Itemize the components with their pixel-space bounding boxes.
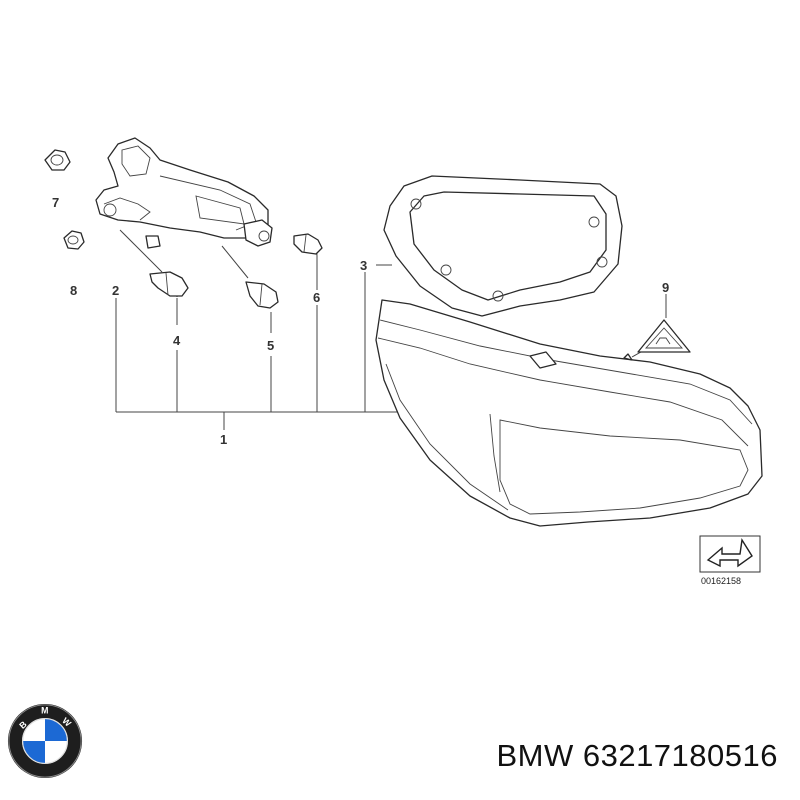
callout-7: 7 — [52, 195, 59, 210]
bulb-part-5 — [245, 281, 279, 309]
callout-3: 3 — [360, 258, 367, 273]
caption-brand: BMW — [496, 738, 574, 773]
arrow-icon — [706, 538, 753, 568]
caption-part-number: 63217180516 — [582, 738, 778, 773]
callout-8: 8 — [70, 283, 77, 298]
svg-text:M: M — [41, 706, 48, 716]
svg-text:B: B — [17, 719, 28, 731]
bulb-part-6 — [293, 233, 323, 255]
gasket-part-3 — [383, 175, 623, 317]
callout-6: 6 — [313, 290, 320, 305]
grommet-part-8 — [63, 230, 85, 250]
rear-light-housing-part-1 — [375, 299, 763, 527]
bulb-part-4 — [149, 271, 189, 297]
callout-numbers: 7 8 2 4 5 6 3 1 9 — [52, 195, 669, 447]
reference-symbol: 00162158 — [699, 535, 761, 586]
callout-1: 1 — [220, 432, 227, 447]
callout-2: 2 — [112, 283, 119, 298]
bulb-carrier-part-2 — [95, 137, 273, 249]
part-caption: BMW 63217180516 — [496, 738, 778, 774]
bmw-roundel-icon: B M W — [7, 703, 83, 779]
reference-code: 00162158 — [701, 576, 741, 586]
warning-label-part-9 — [623, 319, 691, 361]
callout-9: 9 — [662, 280, 669, 295]
grommet-part-7 — [44, 149, 71, 171]
callout-4: 4 — [173, 333, 181, 348]
callout-5: 5 — [267, 338, 274, 353]
